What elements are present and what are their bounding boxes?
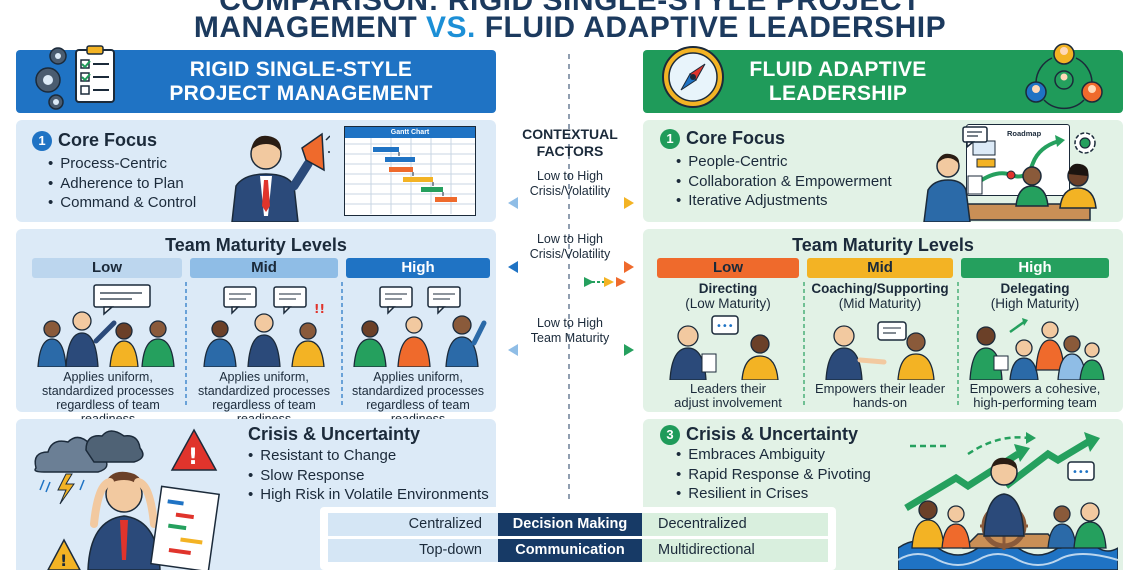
list-item: Adherence to Plan — [48, 174, 196, 194]
section-number-badge: 1 — [660, 129, 680, 149]
adaptive-header-line1: FLUID ADAPTIVE — [749, 57, 927, 81]
list-item: Process-Centric — [48, 154, 196, 174]
title-part-a: MANAGEMENT — [193, 11, 427, 44]
adaptive-decision-cell: Decentralized — [642, 513, 828, 536]
rigid-header-line2: PROJECT MANAGEMENT — [169, 81, 433, 105]
adaptive-level-high: High — [961, 258, 1109, 278]
roadmap-title: Roadmap — [1007, 129, 1042, 138]
svg-text:•••: ••• — [1072, 467, 1090, 478]
column-divider — [957, 282, 959, 408]
svg-text:!!: !! — [314, 302, 325, 316]
adaptive-maturity-title: Team Maturity Levels — [792, 235, 974, 255]
rigid-level-low: Low — [32, 258, 182, 278]
gantt-chart-card: Gantt Chart — [344, 126, 476, 216]
gear-icon — [1074, 132, 1096, 154]
column-divider — [803, 282, 805, 408]
forward-arrows-icon — [584, 277, 626, 287]
list-item: Iterative Adjustments — [676, 191, 892, 211]
list-item: Slow Response — [248, 466, 489, 486]
table-row: Top-down Communication Multidirectional — [328, 539, 828, 562]
rigid-level-high: High — [346, 258, 490, 278]
title-part-b: FLUID ADAPTIVE LEADERSHIP — [475, 11, 947, 44]
manager-megaphone-illustration — [231, 132, 330, 222]
table-row: Centralized Decision Making Decentralize… — [328, 513, 828, 536]
column-divider — [185, 282, 187, 408]
directing-label: Directing(Low Maturity) — [685, 281, 771, 311]
section-number-badge: 1 — [32, 131, 52, 151]
storm-stress-illustration: ! ! — [34, 428, 220, 570]
directing-illustration: ••• — [669, 315, 779, 380]
speech-bubble-icon — [962, 126, 988, 148]
adaptive-header-line2: LEADERSHIP — [768, 81, 908, 105]
adaptive-level-low: Low — [657, 258, 799, 278]
title-vs: VS. — [426, 11, 476, 44]
uniform-team-high-illustration — [353, 286, 487, 367]
coaching-label: Coaching/Supporting(Mid Maturity) — [811, 281, 949, 311]
coaching-illustration — [825, 321, 935, 380]
list-item: People-Centric — [676, 152, 892, 172]
title-line-2: MANAGEMENT VS. FLUID ADAPTIVE LEADERSHIP — [0, 11, 1140, 45]
delegating-label: Delegating(High Maturity) — [990, 281, 1080, 311]
uniform-team-mid-illustration: !! — [203, 286, 325, 367]
rigid-crisis-list: Resistant to Change Slow Response High R… — [248, 446, 489, 505]
adaptive-communication-cell: Multidirectional — [642, 539, 828, 562]
title-line-1: COMPARISON: RIGID SINGLE-STYLE PROJECT — [219, 0, 921, 17]
list-item: Embraces Ambiguity — [676, 445, 871, 465]
list-item: Resilient in Crises — [676, 484, 871, 504]
delegating-caption: Empowers a cohesive,high-performing team — [969, 381, 1101, 410]
svg-text:•••: ••• — [716, 321, 734, 332]
list-item: Collaboration & Empowerment — [676, 172, 891, 192]
rigid-maturity-title: Team Maturity Levels — [165, 235, 347, 255]
section-number-badge: 3 — [660, 425, 680, 445]
communication-label: Communication — [498, 539, 642, 562]
center-divider — [568, 54, 570, 504]
rigid-level-mid: Mid — [190, 258, 338, 278]
decision-making-label: Decision Making — [498, 513, 642, 536]
team-steering-ship-illustration: ••• — [898, 432, 1118, 570]
team-meeting-illustration — [923, 153, 1097, 222]
double-arrow-icon — [508, 344, 634, 356]
rigid-header-line1: RIGID SINGLE-STYLE — [189, 57, 413, 81]
compass-icon — [662, 46, 724, 108]
comparison-table: Centralized Decision Making Decentralize… — [320, 507, 836, 570]
rigid-decision-cell: Centralized — [328, 513, 498, 536]
gantt-chart-bars — [345, 138, 475, 214]
uniform-team-low-illustration — [37, 284, 175, 367]
svg-text:!: ! — [60, 551, 67, 570]
rigid-crisis-title: Crisis & Uncertainty — [248, 424, 421, 444]
column-divider — [341, 282, 343, 408]
double-arrow-icon — [508, 197, 634, 209]
adaptive-level-mid: Mid — [807, 258, 953, 278]
list-item: High Risk in Volatile Environments — [248, 485, 488, 505]
delegating-illustration — [969, 318, 1105, 380]
rigid-core-focus-list: Process-Centric Adherence to Plan Comman… — [48, 154, 196, 213]
gantt-chart-title: Gantt Chart — [345, 127, 475, 138]
adaptive-crisis-list: Embraces Ambiguity Rapid Response & Pivo… — [676, 445, 871, 504]
adaptive-core-focus-list: People-Centric Collaboration & Empowerme… — [676, 152, 892, 211]
team-network-icon — [1025, 43, 1103, 110]
double-arrow-icon — [508, 261, 634, 273]
list-item: Rapid Response & Pivoting — [676, 465, 871, 485]
svg-text:!: ! — [188, 445, 198, 470]
list-item: Command & Control — [48, 193, 196, 213]
rigid-communication-cell: Top-down — [328, 539, 498, 562]
gears-checklist-icon — [35, 45, 115, 110]
list-item: Resistant to Change — [248, 446, 489, 466]
